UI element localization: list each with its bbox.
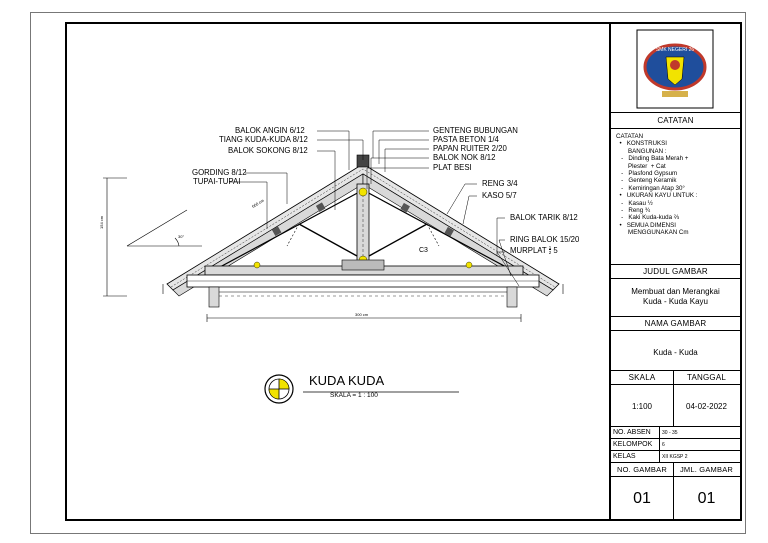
callout-kaso: KASO 5/7 [482,191,517,200]
callout-pasta: PASTA BETON 1/4 [433,135,499,144]
callout-tupai: TUPAI-TUPAI [193,177,241,186]
jml-gambar-value: 01 [697,490,716,507]
jml-gambar-label: JML. GAMBAR [679,465,734,474]
skala-value-cell: 1:100 04-02-2022 [611,385,740,427]
drawing-scale: SKALA = 1 : 100 [330,392,378,399]
drawing-frame [65,22,742,521]
catatan-header-cell: CATATAN [611,113,740,129]
callout-tiang: TIANG KUDA-KUDA 8/12 [219,135,308,144]
school-logo: SMK NEGERI 26 [636,29,714,109]
callout-balok-sokong: BALOK SOKONG 8/12 [228,146,308,155]
skala-label: SKALA [628,373,656,382]
judul-value-2: Kuda - Kuda Kayu [643,297,708,306]
kelompok-value: 6 [662,442,665,448]
callout-balok-tarik: BALOK TARIK 8/12 [510,213,578,222]
label-c3: C3 [419,247,428,254]
truss-drawing: 154 cm 30° [99,130,564,404]
kelas-label: KELAS [613,453,636,460]
kelas-row: KELAS XII KGSP 2 [611,451,740,463]
absen-row: NO. ABSEN 30 - 35 [611,427,740,439]
judul-header-cell: JUDUL GAMBAR [611,265,740,279]
notes-cell: CATATAN • KONSTRUKSI BANGUNAN : - Dindin… [611,129,740,265]
callout-balok-nok: BALOK NOK 8/12 [433,153,496,162]
gambar-value-row: 01 01 [611,477,740,519]
nama-header: NAMA GAMBAR [644,319,707,328]
nama-header-cell: NAMA GAMBAR [611,317,740,331]
callout-balok-angin: BALOK ANGIN 6/12 [235,126,305,135]
nama-value: Kuda - Kuda [653,348,698,357]
slope-dim-text: 660 cm [251,197,265,208]
no-absen-label: NO. ABSEN [613,429,651,436]
skala-header-cell: SKALA TANGGAL [611,371,740,385]
kelompok-label: KELOMPOK [613,441,653,448]
leader-lines-left [229,130,364,229]
tanggal-value: 04-02-2022 [686,402,727,411]
span-dimension [206,314,522,322]
judul-header: JUDUL GAMBAR [643,267,708,276]
kelompok-row: KELOMPOK 6 [611,439,740,451]
callout-plat: PLAT BESI [433,163,472,172]
span-dim-text: 300 cm [355,312,369,317]
skala-value: 1:100 [631,402,653,411]
callout-ring-balok: RING BALOK 15/20 [510,235,580,244]
notes-text: CATATAN • KONSTRUKSI BANGUNAN : - Dindin… [616,133,698,237]
height-dim-text: 154 cm [99,215,104,229]
callout-papan: PAPAN RUITER 2/20 [433,144,507,153]
gambar-header-row: NO. GAMBAR JML. GAMBAR [611,463,740,477]
callout-gording: GORDING 8/12 [192,168,247,177]
callout-genteng: GENTENG BUBUNGAN [433,126,518,135]
callout-reng: RENG 3/4 [482,179,518,188]
angle-text: 30° [178,234,184,239]
sheet-border [30,12,746,534]
height-dimension [103,177,127,297]
no-gambar-label: NO. GAMBAR [617,465,667,474]
judul-value-1: Membuat dan Merangkai [631,287,720,296]
logo-text: SMK NEGERI 26 [656,47,695,53]
drawing-title: KUDA KUDA [309,373,385,388]
slope-angle-indicator [126,209,202,247]
nama-value-cell: Kuda - Kuda [611,331,740,371]
no-absen-value: 30 - 35 [662,430,678,436]
logo-cell: SMK NEGERI 26 [611,24,740,113]
no-gambar-value: 01 [633,490,651,507]
title-block: SMK NEGERI 26 CATATAN CATATAN • KONSTRUK… [609,24,740,519]
kelas-value: XII KGSP 2 [662,454,688,460]
tanggal-label: TANGGAL [686,373,727,382]
judul-value-cell: Membuat dan Merangkai Kuda - Kuda Kayu [611,279,740,317]
catatan-header: CATATAN [657,116,694,125]
section-marker [264,374,294,404]
leader-lines-right [366,130,520,287]
